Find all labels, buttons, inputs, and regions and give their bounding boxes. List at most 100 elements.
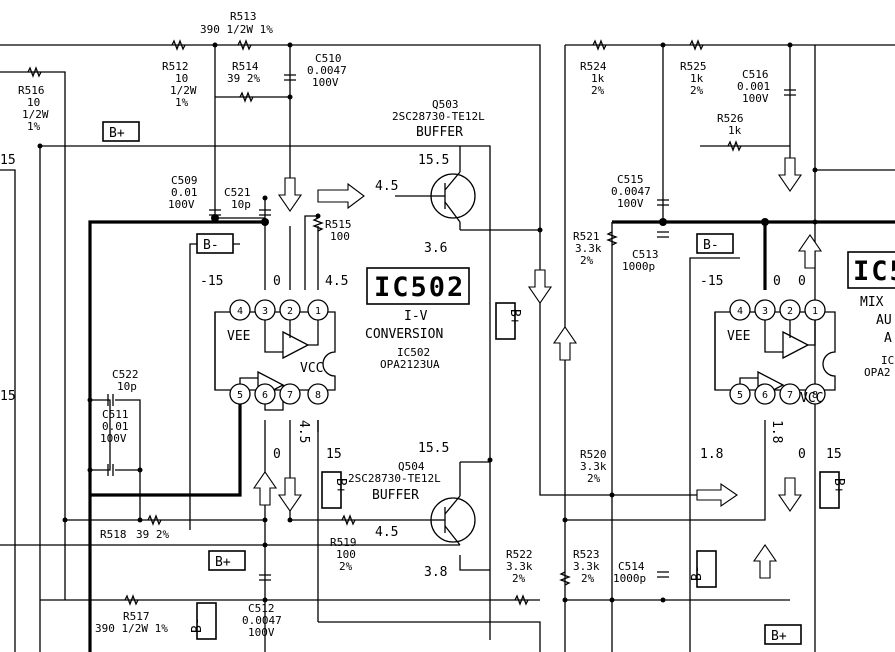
ic-right-pin-2: 2 xyxy=(787,306,793,317)
ic-right-pin-3: 3 xyxy=(762,306,768,317)
c511-v2: 100V xyxy=(100,432,127,445)
q504-role: BUFFER xyxy=(372,488,419,503)
c515-v2: 100V xyxy=(617,197,644,210)
voltage-1-8: 1.8 xyxy=(769,420,784,443)
r517-value: 390 1/2W 1% xyxy=(95,622,168,635)
c516-v2: 100V xyxy=(742,92,769,105)
r516-v1: 10 xyxy=(27,96,40,109)
voltage-0: 0 xyxy=(273,274,281,289)
r520-ref: R520 xyxy=(580,448,607,461)
r525-v1: 1k xyxy=(690,72,704,85)
ic502-pin-1: 1 xyxy=(315,306,321,317)
c522-value: 10p xyxy=(117,380,137,393)
r521-v2: 2% xyxy=(580,254,594,267)
voltage-15-5: 15.5 xyxy=(418,153,449,168)
c515-v1: 0.0047 xyxy=(611,185,651,198)
ic502-pin-8: 8 xyxy=(315,390,321,401)
ic-right-pin-7: 7 xyxy=(787,390,793,401)
voltage-3-6: 3.6 xyxy=(424,241,447,256)
transistor-q503 xyxy=(430,165,476,230)
bminus-label: B- xyxy=(690,565,705,581)
transistor-q504 xyxy=(430,461,490,546)
r516-ref: R516 xyxy=(18,84,45,97)
ic-right-pins xyxy=(729,299,826,405)
bplus-label: B+ xyxy=(831,478,846,494)
r522-v1: 3.3k xyxy=(506,560,533,573)
rail-labels: B+ B- B+ B+ B+ B- B- B+ B- B+ xyxy=(102,121,846,645)
ic502-pin-5: 5 xyxy=(237,390,243,401)
r512-v1: 10 xyxy=(175,72,188,85)
ic-right-line2: AU xyxy=(876,313,892,328)
voltage-0: 0 xyxy=(798,447,806,462)
ic-right-title-box: IC5 xyxy=(847,251,895,289)
ic502-vee: VEE xyxy=(227,329,250,344)
q504-ref: Q504 xyxy=(398,460,425,473)
q503-part: 2SC28730-TE12L xyxy=(392,110,485,123)
r526-ref: R526 xyxy=(717,112,744,125)
voltage-15: 15 xyxy=(826,447,842,462)
voltage-3-8: 3.8 xyxy=(424,565,447,580)
r521-ref: R521 xyxy=(573,230,600,243)
voltage-15: 15 xyxy=(0,389,16,404)
signal-arrows xyxy=(252,157,823,579)
r513-ref: R513 xyxy=(230,10,257,23)
r512-v3: 1% xyxy=(175,96,189,109)
ic-right-pin-5: 5 xyxy=(737,390,743,401)
ic502-pin-3: 3 xyxy=(262,306,268,317)
component-labels: R513 390 1/2W 1% R512 10 1/2W 1% R514 39… xyxy=(18,10,770,639)
voltage-1-8: 1.8 xyxy=(700,447,723,462)
ic-right-pin-1: 1 xyxy=(812,306,818,317)
r521-v1: 3.3k xyxy=(575,242,602,255)
r514-value: 39 2% xyxy=(227,72,260,85)
voltage-0: 0 xyxy=(798,274,806,289)
c513-ref: C513 xyxy=(632,248,659,261)
r524-ref: R524 xyxy=(580,60,607,73)
ic502-title-box: IC502 xyxy=(366,267,470,305)
bminus-label: B- xyxy=(203,238,219,253)
r525-ref: R525 xyxy=(680,60,707,73)
wires-left xyxy=(0,44,541,652)
r526-value: 1k xyxy=(728,124,742,137)
ic-right-vee: VEE xyxy=(727,329,750,344)
junction-dots xyxy=(37,42,818,603)
r524-v1: 1k xyxy=(591,72,605,85)
r512-ref: R512 xyxy=(162,60,189,73)
c512-v2: 100V xyxy=(248,626,275,639)
c512-ref: C512 xyxy=(248,602,275,615)
bplus-label: B+ xyxy=(333,478,348,494)
voltage-4-5: 4.5 xyxy=(375,525,398,540)
voltage-15: 15 xyxy=(0,153,16,168)
ic-right-pin-8: 8 xyxy=(812,390,818,401)
bplus-label: B+ xyxy=(771,629,787,644)
voltage-readings: 15 15.5 4.5 3.6 -15 0 4.5 15 0 4.5 15 15… xyxy=(0,153,842,580)
r517-ref: R517 xyxy=(123,610,150,623)
bminus-label: B- xyxy=(190,617,205,633)
ic-right-text: MIX AU A IC OPA2 VEE VCC 4 3 2 1 5 6 7 8 xyxy=(727,295,894,406)
r515-value: 100 xyxy=(330,230,350,243)
voltage-0: 0 xyxy=(273,447,281,462)
c512-v1: 0.0047 xyxy=(242,614,282,627)
voltage-0: 0 xyxy=(773,274,781,289)
c522-ref: C522 xyxy=(112,368,139,381)
ic-right-pin-6: 6 xyxy=(762,390,768,401)
r523-v1: 3.3k xyxy=(573,560,600,573)
ic502-part: OPA2123UA xyxy=(380,358,440,371)
q504-part: 2SC28730-TE12L xyxy=(348,472,441,485)
ic502-vcc: VCC xyxy=(300,361,323,376)
ic-right-pin-4: 4 xyxy=(737,306,743,317)
voltage-15-5: 15.5 xyxy=(418,441,449,456)
c509-v1: 0.01 xyxy=(171,186,198,199)
c509-v2: 100V xyxy=(168,198,195,211)
r519-ref: R519 xyxy=(330,536,357,549)
r524-v2: 2% xyxy=(591,84,605,97)
c509-ref: C509 xyxy=(171,174,198,187)
bplus-label: B+ xyxy=(215,555,231,570)
ic-right-line3: A xyxy=(884,331,892,346)
q503-role: BUFFER xyxy=(416,125,463,140)
r520-v1: 3.3k xyxy=(580,460,607,473)
capacitor-symbols xyxy=(107,74,796,581)
c521-ref: C521 xyxy=(224,186,251,199)
c516-ref: C516 xyxy=(742,68,769,81)
c514-ref: C514 xyxy=(618,560,645,573)
q503-ref: Q503 xyxy=(432,98,459,111)
